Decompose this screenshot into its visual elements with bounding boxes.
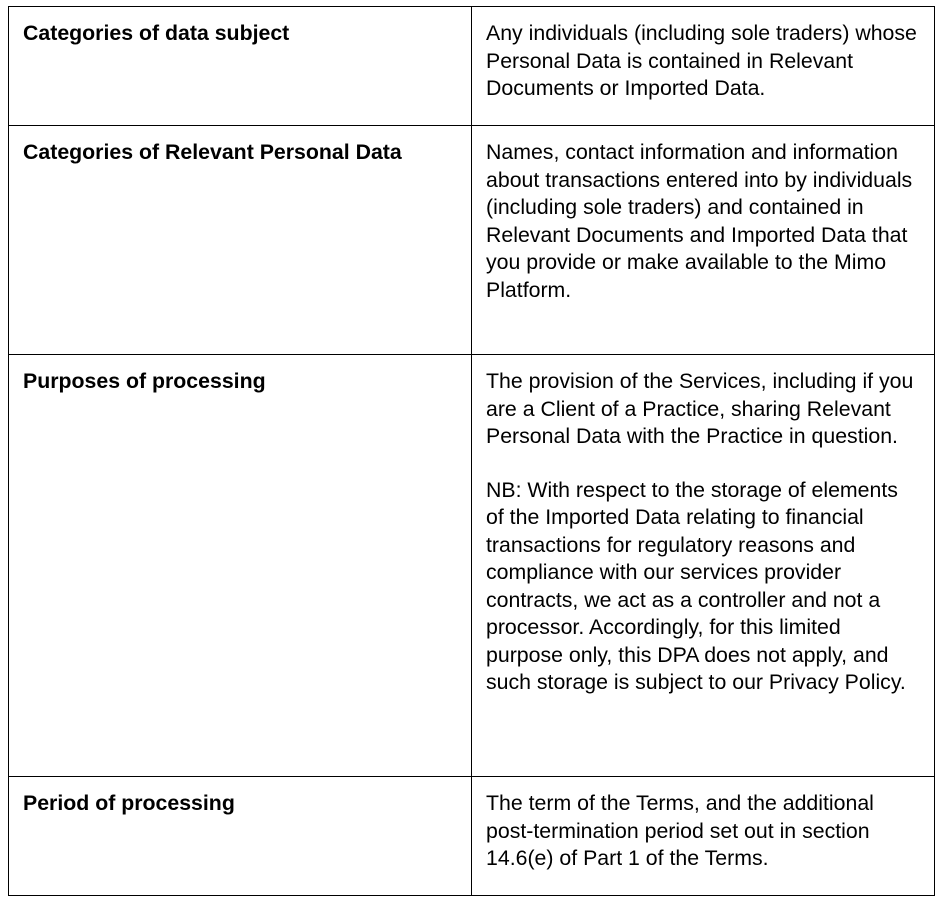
table-row-data-subject: Categories of data subject Any individua… <box>8 6 935 126</box>
row-value-note-paragraph: NB: With respect to the storage of eleme… <box>486 477 906 695</box>
table-row-purposes: Purposes of processing The provision of … <box>8 354 935 777</box>
row-label: Categories of Relevant Personal Data <box>23 140 402 164</box>
row-value-paragraph: Any individuals (including sole traders)… <box>486 21 917 100</box>
row-value-paragraph: The provision of the Services, including… <box>486 369 914 448</box>
row-label: Categories of data subject <box>23 21 290 45</box>
processing-details-table: Categories of data subject Any individua… <box>8 6 935 896</box>
label-cell: Categories of Relevant Personal Data <box>8 125 472 355</box>
label-cell: Period of processing <box>8 776 472 896</box>
value-cell: Names, contact information and informati… <box>471 125 935 355</box>
label-cell: Categories of data subject <box>8 6 472 126</box>
row-value-paragraph: The term of the Terms, and the additiona… <box>486 791 874 870</box>
value-cell: The provision of the Services, including… <box>471 354 935 777</box>
row-value-paragraph: Names, contact information and informati… <box>486 140 913 302</box>
row-label: Purposes of processing <box>23 369 266 393</box>
table-row-personal-data: Categories of Relevant Personal Data Nam… <box>8 125 935 355</box>
table-row-period: Period of processing The term of the Ter… <box>8 776 935 896</box>
label-cell: Purposes of processing <box>8 354 472 777</box>
value-cell: Any individuals (including sole traders)… <box>471 6 935 126</box>
value-cell: The term of the Terms, and the additiona… <box>471 776 935 896</box>
row-label: Period of processing <box>23 791 235 815</box>
